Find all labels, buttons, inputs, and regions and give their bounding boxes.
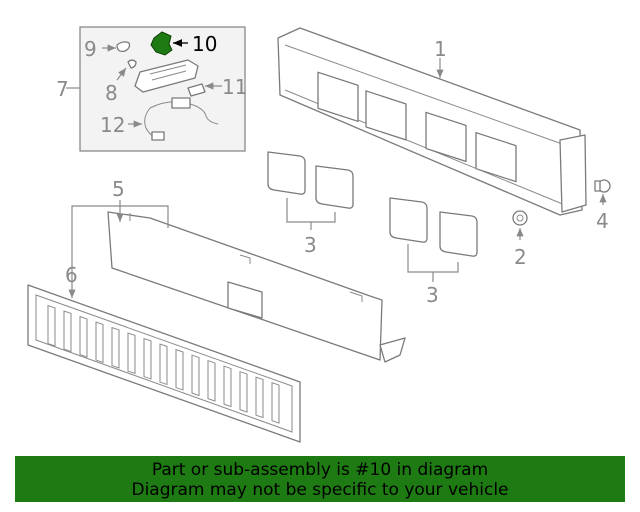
info-banner: Part or sub-assembly is #10 in diagram D… [15, 456, 625, 502]
callout-12: 12 [100, 113, 125, 137]
callout-3-right: 3 [426, 283, 439, 307]
part-2-nut [512, 210, 528, 226]
banner-line-1: Part or sub-assembly is #10 in diagram [151, 460, 489, 480]
callout-10-highlighted: 10 [192, 32, 217, 56]
part-6-grille-panel [27, 284, 301, 443]
callout-6: 6 [65, 263, 78, 287]
parts-diagram: 1 2 3 3 4 5 6 7 8 9 10 11 12 [27, 26, 611, 443]
part-9-clip [116, 41, 131, 53]
part-10-highlighted[interactable] [150, 31, 173, 56]
callout-11: 11 [222, 75, 247, 99]
callout-7: 7 [56, 77, 69, 101]
callout-8: 8 [105, 81, 118, 105]
part-3-pads-left [267, 151, 354, 230]
callout-9: 9 [84, 37, 97, 61]
part-3-pads-right [389, 197, 478, 282]
part-5-inner-panel [107, 211, 406, 363]
inset-box-group-7 [66, 26, 246, 152]
callout-1: 1 [434, 37, 447, 61]
callout-4: 4 [596, 209, 609, 233]
callout-3-left: 3 [304, 233, 317, 257]
callout-5: 5 [112, 177, 125, 201]
part-1-rear-panel [277, 27, 587, 216]
callout-2: 2 [514, 245, 527, 269]
banner-line-2: Diagram may not be specific to your vehi… [131, 480, 509, 500]
part-11-connector [187, 83, 206, 97]
part-4-clip [594, 179, 611, 193]
